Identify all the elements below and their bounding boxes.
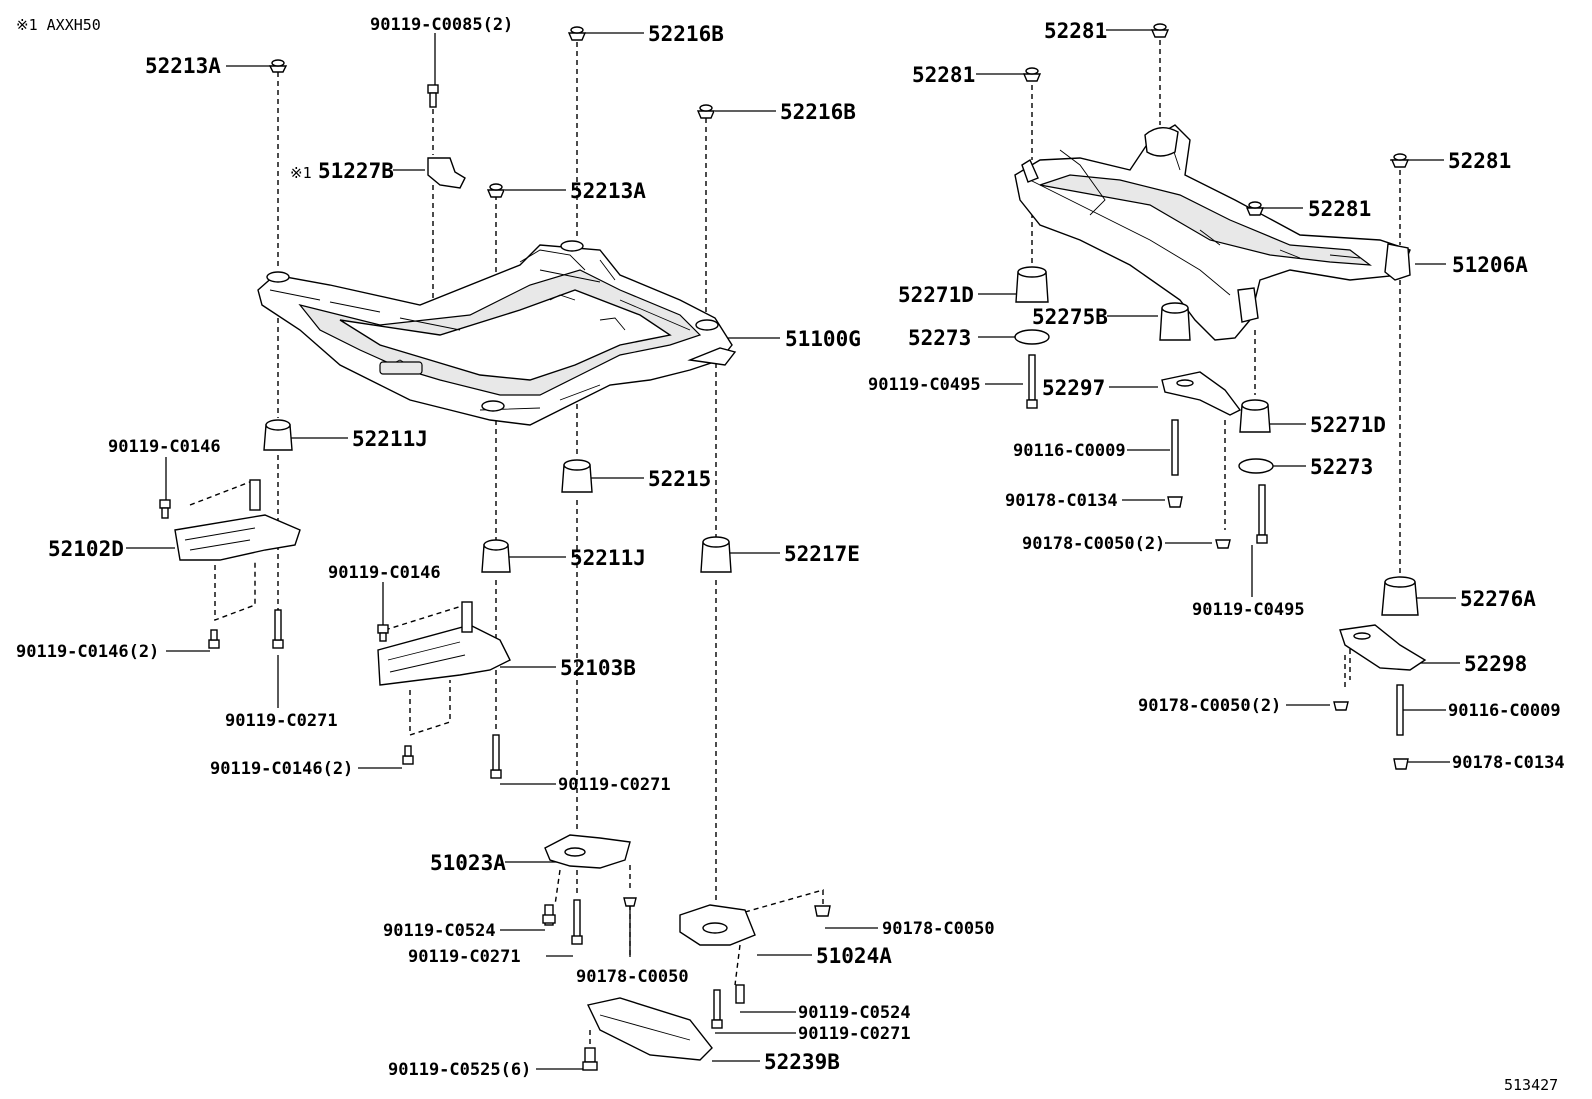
part-label: 90119-C0524 — [383, 921, 496, 941]
part-label: 90178-C0134 — [1452, 753, 1565, 773]
part-label: 90119-C0146(2) — [16, 642, 159, 662]
part-label: 52273 — [1310, 455, 1373, 479]
part-label: 90119-C0524 — [798, 1003, 911, 1023]
part-label: 90119-C0495 — [868, 375, 981, 395]
part-label: 90178-C0050(2) — [1022, 534, 1165, 554]
part-label: 51024A — [816, 944, 892, 968]
part-label: 52211J — [352, 427, 428, 451]
part-label: 51100G — [785, 327, 861, 351]
part-label: 90119-C0146(2) — [210, 759, 353, 779]
part-label: 90116-C0009 — [1013, 441, 1126, 461]
part-label: 52273 — [908, 326, 971, 350]
part-label: 52271D — [1310, 413, 1386, 437]
part-label: 52216B — [648, 22, 724, 46]
part-label: 52298 — [1464, 652, 1527, 676]
part-label: 52275B — [1032, 305, 1108, 329]
rear-suspension-member-shape — [1014, 124, 1411, 341]
part-label: 52281 — [1308, 197, 1371, 221]
part-label: 51227B — [318, 159, 394, 183]
part-label: 52281 — [1448, 149, 1511, 173]
front-suspension-member-shape — [257, 240, 737, 426]
part-label: 52102D — [48, 537, 124, 561]
model-note: ※1 AXXH50 — [16, 16, 101, 34]
part-label: 52217E — [784, 542, 860, 566]
part-label: 90119-C0525(6) — [388, 1060, 531, 1080]
part-label: 90119-C0146 — [108, 437, 221, 457]
part-label: 90119-C0271 — [558, 775, 671, 795]
part-label: 52213A — [145, 54, 221, 78]
part-label: 52216B — [780, 100, 856, 124]
part-label: 90119-C0271 — [798, 1024, 911, 1044]
part-label: 90119-C0495 — [1192, 600, 1305, 620]
part-label: 52103B — [560, 656, 636, 680]
small-parts — [159, 23, 1427, 1071]
part-label: 90119-C0271 — [408, 947, 521, 967]
part-label: 90119-C0271 — [225, 711, 338, 731]
part-label-mark: ※1 — [290, 164, 312, 182]
part-label: 51023A — [430, 851, 506, 875]
part-label: 52211J — [570, 546, 646, 570]
part-label: 90178-C0050 — [882, 919, 995, 939]
part-label: 52281 — [912, 63, 975, 87]
part-label: 52271D — [898, 283, 974, 307]
part-label: 52213A — [570, 179, 646, 203]
part-label: 52281 — [1044, 19, 1107, 43]
part-label: 52239B — [764, 1050, 840, 1074]
part-labels: ※1 AXXH50 90119-C0085(2) 52216B 52213A 5… — [16, 15, 1565, 1094]
leader-lines — [126, 29, 1460, 1070]
part-label: 51206A — [1452, 253, 1528, 277]
part-label: 90116-C0009 — [1448, 701, 1561, 721]
part-label: 90178-C0050(2) — [1138, 696, 1281, 716]
part-label: 52297 — [1042, 376, 1105, 400]
part-label: 90178-C0134 — [1005, 491, 1118, 511]
part-label: 52215 — [648, 467, 711, 491]
part-label: 90119-C0146 — [328, 563, 441, 583]
part-label: 90178-C0050 — [576, 967, 689, 987]
part-label: 52276A — [1460, 587, 1536, 611]
diagram-id: 513427 — [1504, 1076, 1558, 1094]
part-label: 90119-C0085(2) — [370, 15, 513, 35]
